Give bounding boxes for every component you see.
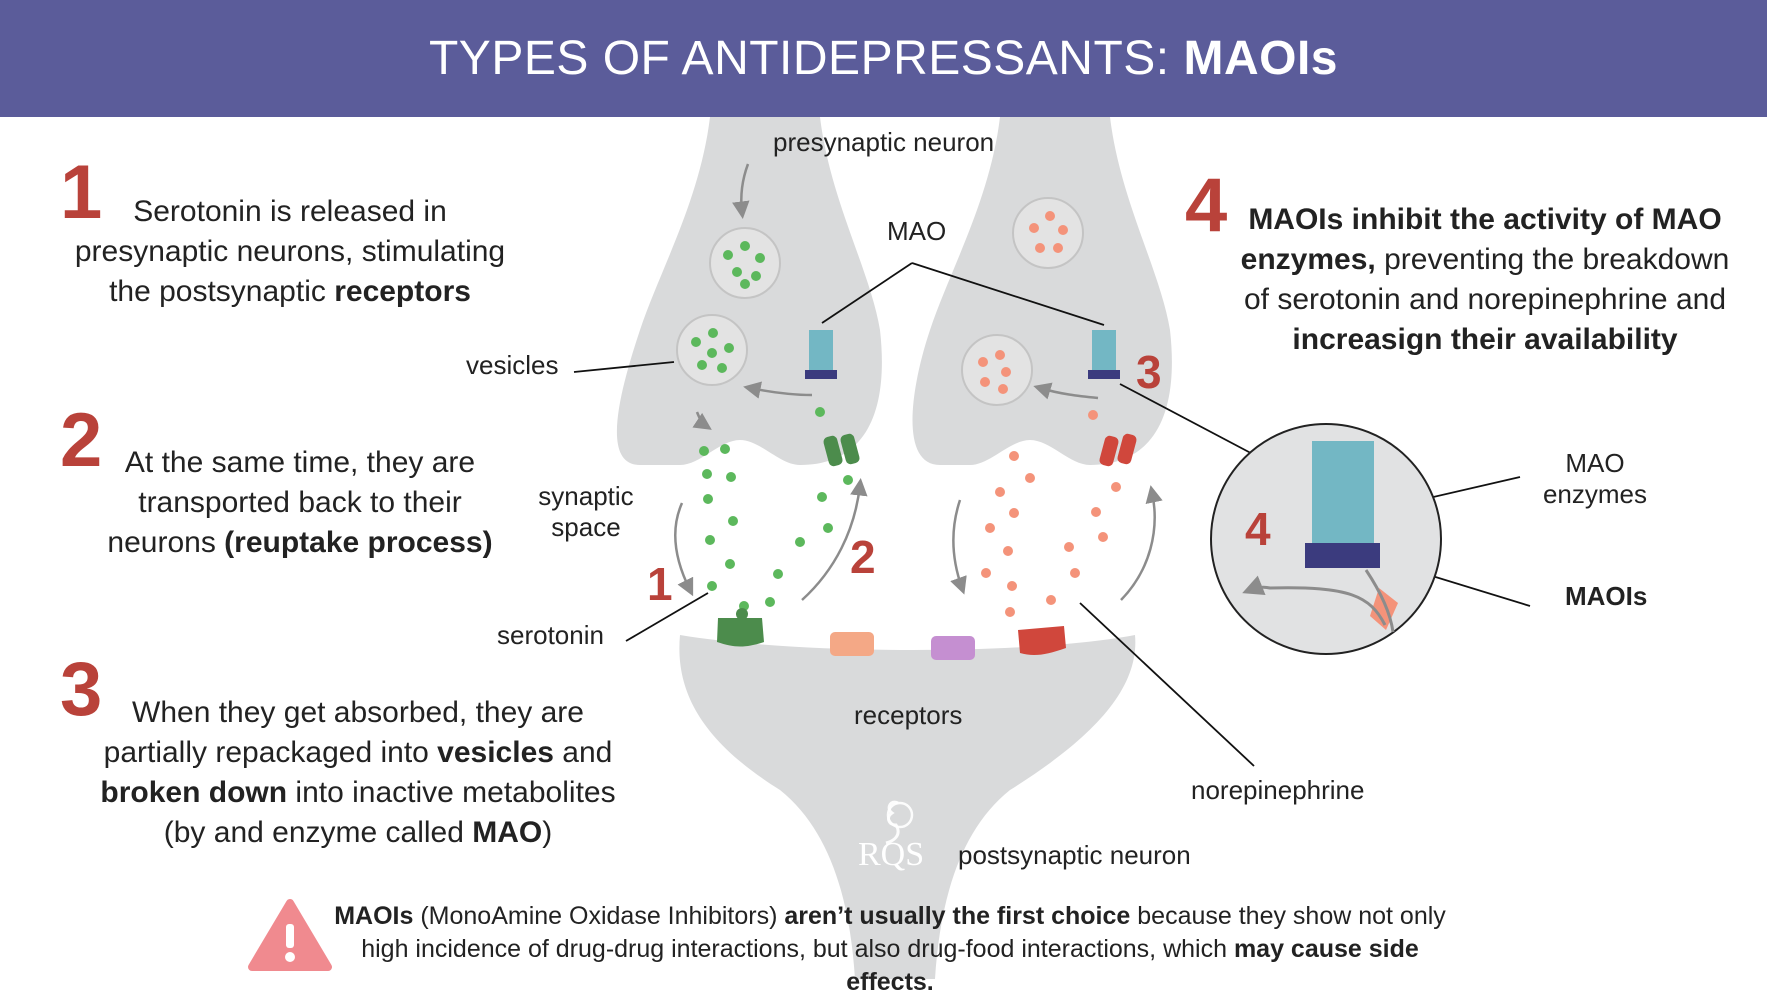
label-maois: MAOIs: [1565, 581, 1648, 611]
label-receptors: receptors: [854, 700, 963, 730]
header-banner: TYPES OF ANTIDEPRESSANTS: MAOIs: [0, 0, 1767, 117]
transporter-left: [823, 433, 860, 467]
label-mao: MAO: [887, 216, 947, 246]
svg-text:RQS: RQS: [858, 836, 924, 873]
page-title: TYPES OF ANTIDEPRESSANTS: MAOIs: [428, 32, 1338, 85]
step-4-text: MAOIs inhibit the activity of MAO enzyme…: [1240, 203, 1730, 356]
magnified-mao-view: [1210, 423, 1442, 655]
step-2-number: 2: [60, 398, 103, 483]
step-4-number: 4: [1185, 163, 1228, 248]
step-3-text: When they get absorbed, they are partial…: [100, 696, 616, 849]
step-1-number: 1: [60, 150, 103, 235]
label-serotonin: serotonin: [497, 620, 604, 650]
rqs-logo: RQS: [850, 795, 950, 890]
vesicle-norepinephrine-1: [1012, 197, 1084, 269]
diagram-number-3: 3: [1136, 346, 1162, 398]
step-1-text: Serotonin is released in presynaptic neu…: [74, 195, 506, 308]
vesicle-serotonin-1: [709, 227, 781, 299]
transporter-right: [1099, 433, 1137, 467]
serotonin-molecules: [699, 407, 853, 611]
warning-icon: [248, 899, 332, 971]
receptor-orange: [830, 632, 874, 656]
step-3-number: 3: [60, 647, 103, 732]
footer-warning-text: MAOIs (MonoAmine Oxidase Inhibitors) are…: [334, 902, 1446, 996]
receptor-norepinephrine: [1018, 626, 1066, 656]
label-vesicles: vesicles: [466, 350, 559, 380]
label-presynaptic-neuron: presynaptic neuron: [773, 127, 995, 157]
diagram-number-1: 1: [647, 558, 673, 610]
vesicle-serotonin-2: [676, 314, 748, 386]
norepinephrine-molecules: [981, 410, 1121, 617]
label-norepinephrine: norepinephrine: [1191, 775, 1365, 805]
mao-enzyme-right: [1088, 330, 1120, 379]
receptor-serotonin: [717, 608, 764, 647]
presynaptic-neuron-right: [912, 117, 1172, 465]
receptor-purple: [931, 636, 975, 660]
diagram-number-4: 4: [1245, 503, 1271, 555]
diagram-number-2: 2: [850, 531, 876, 583]
step-2-text: At the same time, they are transported b…: [107, 446, 493, 559]
vesicle-norepinephrine-2: [961, 334, 1033, 406]
label-postsynaptic-neuron: postsynaptic neuron: [958, 840, 1191, 870]
mao-enzyme-left: [805, 330, 837, 379]
